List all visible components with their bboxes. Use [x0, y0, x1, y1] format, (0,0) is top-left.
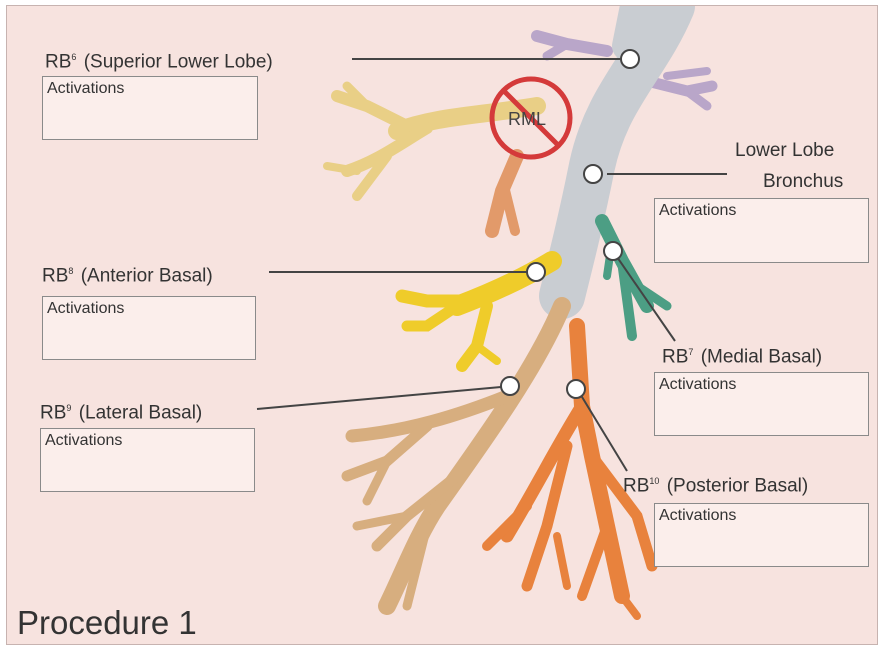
- page-title: Procedure 1: [17, 604, 197, 642]
- label-rb9: RB9 (Lateral Basal): [40, 397, 202, 424]
- label-rb9-sup: 9: [66, 403, 71, 413]
- activations-box-rb8[interactable]: Activations: [42, 296, 256, 360]
- activations-box-lower-lobe[interactable]: Activations: [654, 198, 869, 263]
- activations-box-label: Activations: [659, 507, 736, 525]
- marker-rb10: [567, 380, 585, 398]
- label-rb8: RB8 (Anterior Basal): [42, 260, 213, 287]
- marker-rb8: [527, 263, 545, 281]
- marker-rb6: [621, 50, 639, 68]
- marker-lower-lobe: [584, 165, 602, 183]
- label-rb10-prefix: RB: [623, 475, 649, 496]
- label-rb7-prefix: RB: [662, 346, 688, 367]
- label-rb10-sup: 10: [649, 476, 659, 486]
- activations-box-rb6[interactable]: Activations: [42, 76, 258, 140]
- label-lower-lobe-line2: Bronchus: [763, 171, 843, 193]
- label-rb6-text: (Superior Lower Lobe): [84, 51, 273, 72]
- activations-box-rb9[interactable]: Activations: [40, 428, 255, 492]
- label-rb10: RB10 (Posterior Basal): [623, 470, 808, 497]
- label-lower-lobe-line1: Lower Lobe: [735, 140, 834, 162]
- marker-rb9: [501, 377, 519, 395]
- activations-box-label: Activations: [659, 202, 736, 220]
- label-rb9-prefix: RB: [40, 402, 66, 423]
- label-rb7-sup: 7: [688, 347, 693, 357]
- activations-box-label: Activations: [659, 376, 736, 394]
- label-rb8-prefix: RB: [42, 265, 68, 286]
- rml-label: RML: [508, 109, 546, 130]
- marker-rb7: [604, 242, 622, 260]
- label-rb6-prefix: RB: [45, 51, 71, 72]
- label-rb7: RB7 (Medial Basal): [662, 341, 822, 368]
- label-rb7-text: (Medial Basal): [701, 346, 822, 367]
- activations-box-label: Activations: [45, 432, 122, 450]
- label-rb6: RB6 (Superior Lower Lobe): [45, 46, 273, 73]
- rml-branch: [492, 156, 517, 231]
- diagram-frame: RML RB6 (Superior Lower Lobe) Lower Lobe…: [6, 5, 878, 645]
- activations-box-label: Activations: [47, 300, 124, 318]
- activations-box-rb7[interactable]: Activations: [654, 372, 869, 436]
- label-rb9-text: (Lateral Basal): [79, 402, 203, 423]
- activations-box-label: Activations: [47, 80, 124, 98]
- activations-box-rb10[interactable]: Activations: [654, 503, 869, 567]
- label-rb8-sup: 8: [68, 266, 73, 276]
- label-rb10-text: (Posterior Basal): [667, 475, 809, 496]
- label-rb6-sup: 6: [71, 52, 76, 62]
- label-rb8-text: (Anterior Basal): [81, 265, 213, 286]
